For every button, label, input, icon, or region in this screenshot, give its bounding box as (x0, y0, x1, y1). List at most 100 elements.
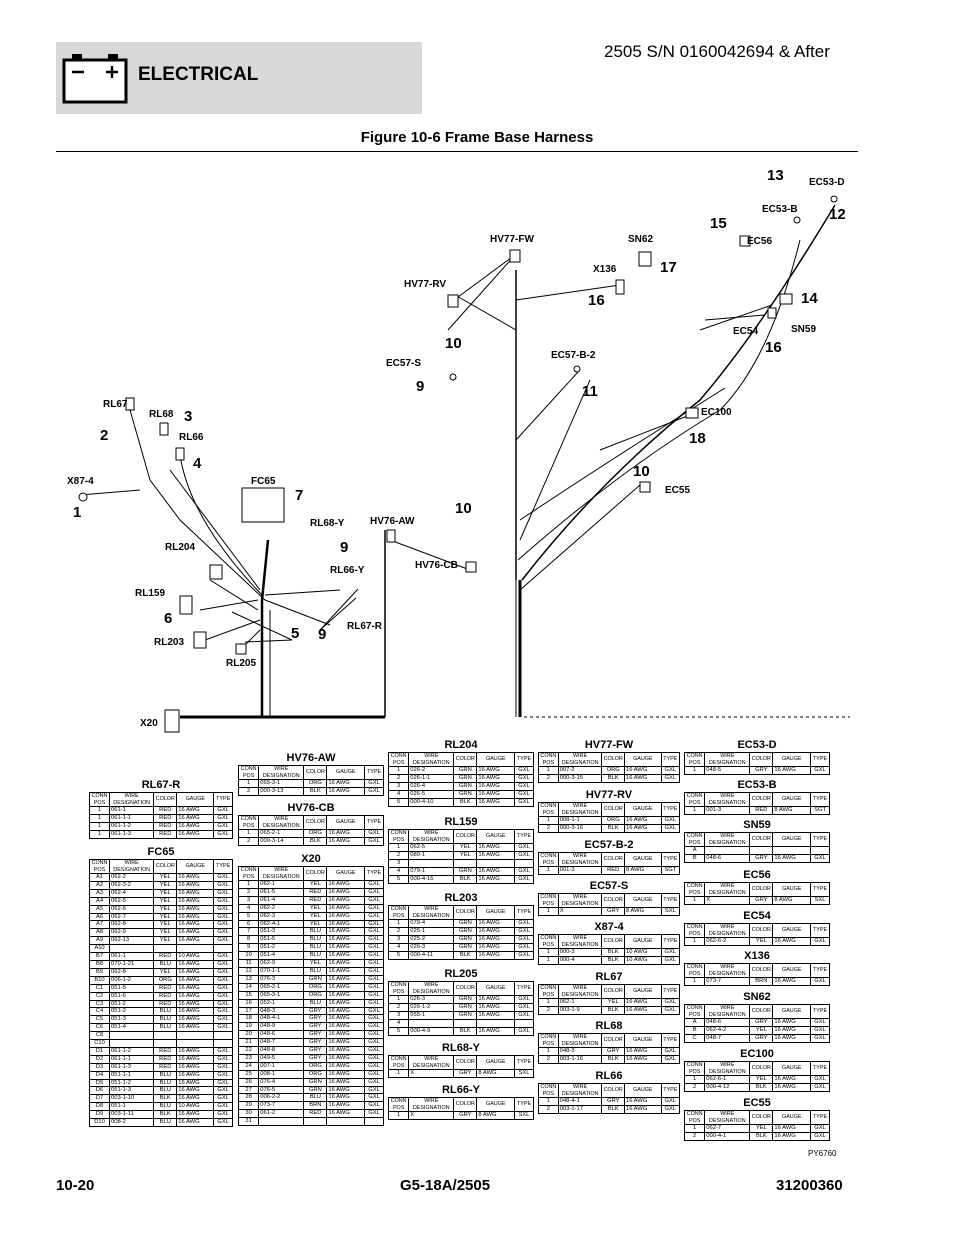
column-header: CONN POS (538, 893, 559, 908)
connector-table-title: RL205 (444, 968, 478, 980)
column-header: GAUGE (326, 765, 366, 780)
connector-table-title: HV77-FW (584, 739, 634, 751)
table-cell: GXL (660, 773, 681, 783)
table-cell: 000-4-10 (408, 797, 455, 807)
column-header: WIRE DESIGNATION (704, 1004, 751, 1019)
table-cell: 16 AWG (176, 821, 215, 831)
column-header: TYPE (810, 792, 830, 807)
table-cell: SXL (660, 907, 681, 916)
table-cell: D8 (88, 1102, 111, 1112)
column-header: COLOR (749, 792, 774, 807)
table-cell: 16 AWG (476, 1026, 516, 1036)
table-cell: 13 (237, 974, 260, 984)
table-cell: 16 AWG (623, 816, 662, 825)
table-cell: YEL (303, 919, 328, 929)
callout-label: RL68-Y (310, 518, 345, 529)
column-header: GAUGE (772, 792, 812, 807)
callout-number: 3 (184, 408, 192, 425)
callout-number: 9 (340, 539, 348, 556)
table-cell: 23 (237, 1053, 260, 1063)
table-cell: GXL (514, 1026, 534, 1036)
table-cell: 16 AWG (772, 853, 812, 863)
table-cell: 051-6 (109, 991, 155, 1001)
table-cell: YEL (749, 1075, 774, 1084)
callout-label: RL204 (165, 542, 195, 553)
table-cell: BLU (153, 1023, 178, 1033)
column-header: CONN POS (387, 905, 410, 920)
table-cell: 048-6 (704, 853, 751, 863)
table-cell: 026-1-1 (408, 773, 455, 783)
table-cell: D3 (88, 1062, 111, 1072)
table-cell: 5 (387, 797, 410, 807)
connector-table-title: RL204 (444, 739, 478, 751)
table-cell: 16 AWG (476, 919, 516, 928)
column-header: CONN POS (683, 1061, 706, 1076)
table-cell: 062-4-2 (704, 1025, 751, 1035)
table-cell: 1 (683, 806, 706, 815)
table-cell: 16 AWG (326, 903, 366, 913)
table-cell: 22 (237, 1046, 260, 1055)
table-cell: 16 AWG (326, 1085, 366, 1095)
table-cell: 14 (237, 982, 260, 992)
table-cell: 048-6 (704, 1018, 751, 1027)
table-cell: GXL (213, 975, 233, 985)
table-cell: C10 (88, 1039, 111, 1048)
table-cell: 16 AWG (326, 895, 366, 905)
callout-label: RL66 (179, 432, 204, 443)
table-cell: X (557, 907, 603, 916)
column-header: COLOR (749, 832, 774, 847)
column-header: WIRE DESIGNATION (704, 963, 751, 978)
table-cell: YEL (453, 843, 478, 852)
table-cell: 11 (237, 959, 260, 968)
table-cell: YEL (153, 896, 178, 906)
table-cell: GXL (364, 1022, 384, 1032)
table-cell: GXL (213, 928, 233, 938)
table-cell: 062-5 (408, 843, 455, 852)
table-cell: 8 AWG (623, 907, 662, 916)
part-number: 31200360 (776, 1177, 843, 1194)
table-cell: 16 AWG (326, 966, 366, 976)
table-cell: GXL (364, 1053, 384, 1063)
table-cell: BLU (303, 1093, 328, 1103)
table-cell (326, 1117, 366, 1127)
table-cell: 16 AWG (326, 829, 366, 838)
table-cell: A8 (88, 928, 111, 938)
table-cell: 10 AWG (623, 955, 662, 965)
table-cell: 10 AWG (176, 952, 215, 961)
table-cell: A2 (88, 880, 111, 890)
table-cell: 049-5 (258, 1053, 305, 1063)
table-cell: GXL (660, 955, 681, 965)
column-header: COLOR (453, 981, 478, 996)
table-cell: SXL (514, 1111, 534, 1120)
callout-number: 10 (633, 463, 650, 480)
connector-table-title: RL66-Y (442, 1084, 480, 1096)
table-cell: 8 (237, 935, 260, 945)
table-cell: YEL (153, 873, 178, 882)
table-cell: RED (303, 1109, 328, 1119)
table-cell: 062-9 (109, 928, 155, 938)
connector-table-title: EC100 (740, 1048, 774, 1060)
table-cell: 16 AWG (176, 1015, 215, 1025)
table-cell: GXL (364, 1014, 384, 1024)
callout-label: EC55 (665, 485, 690, 496)
table-cell: 29 (237, 1101, 260, 1111)
table-cell: B9 (88, 967, 111, 977)
table-cell: 16 AWG (326, 1093, 366, 1103)
table-cell: GXL (213, 920, 233, 930)
connector-table-title: X20 (301, 853, 321, 865)
table-cell: 061-5 (258, 887, 305, 897)
table-cell: 16 AWG (623, 1054, 662, 1064)
